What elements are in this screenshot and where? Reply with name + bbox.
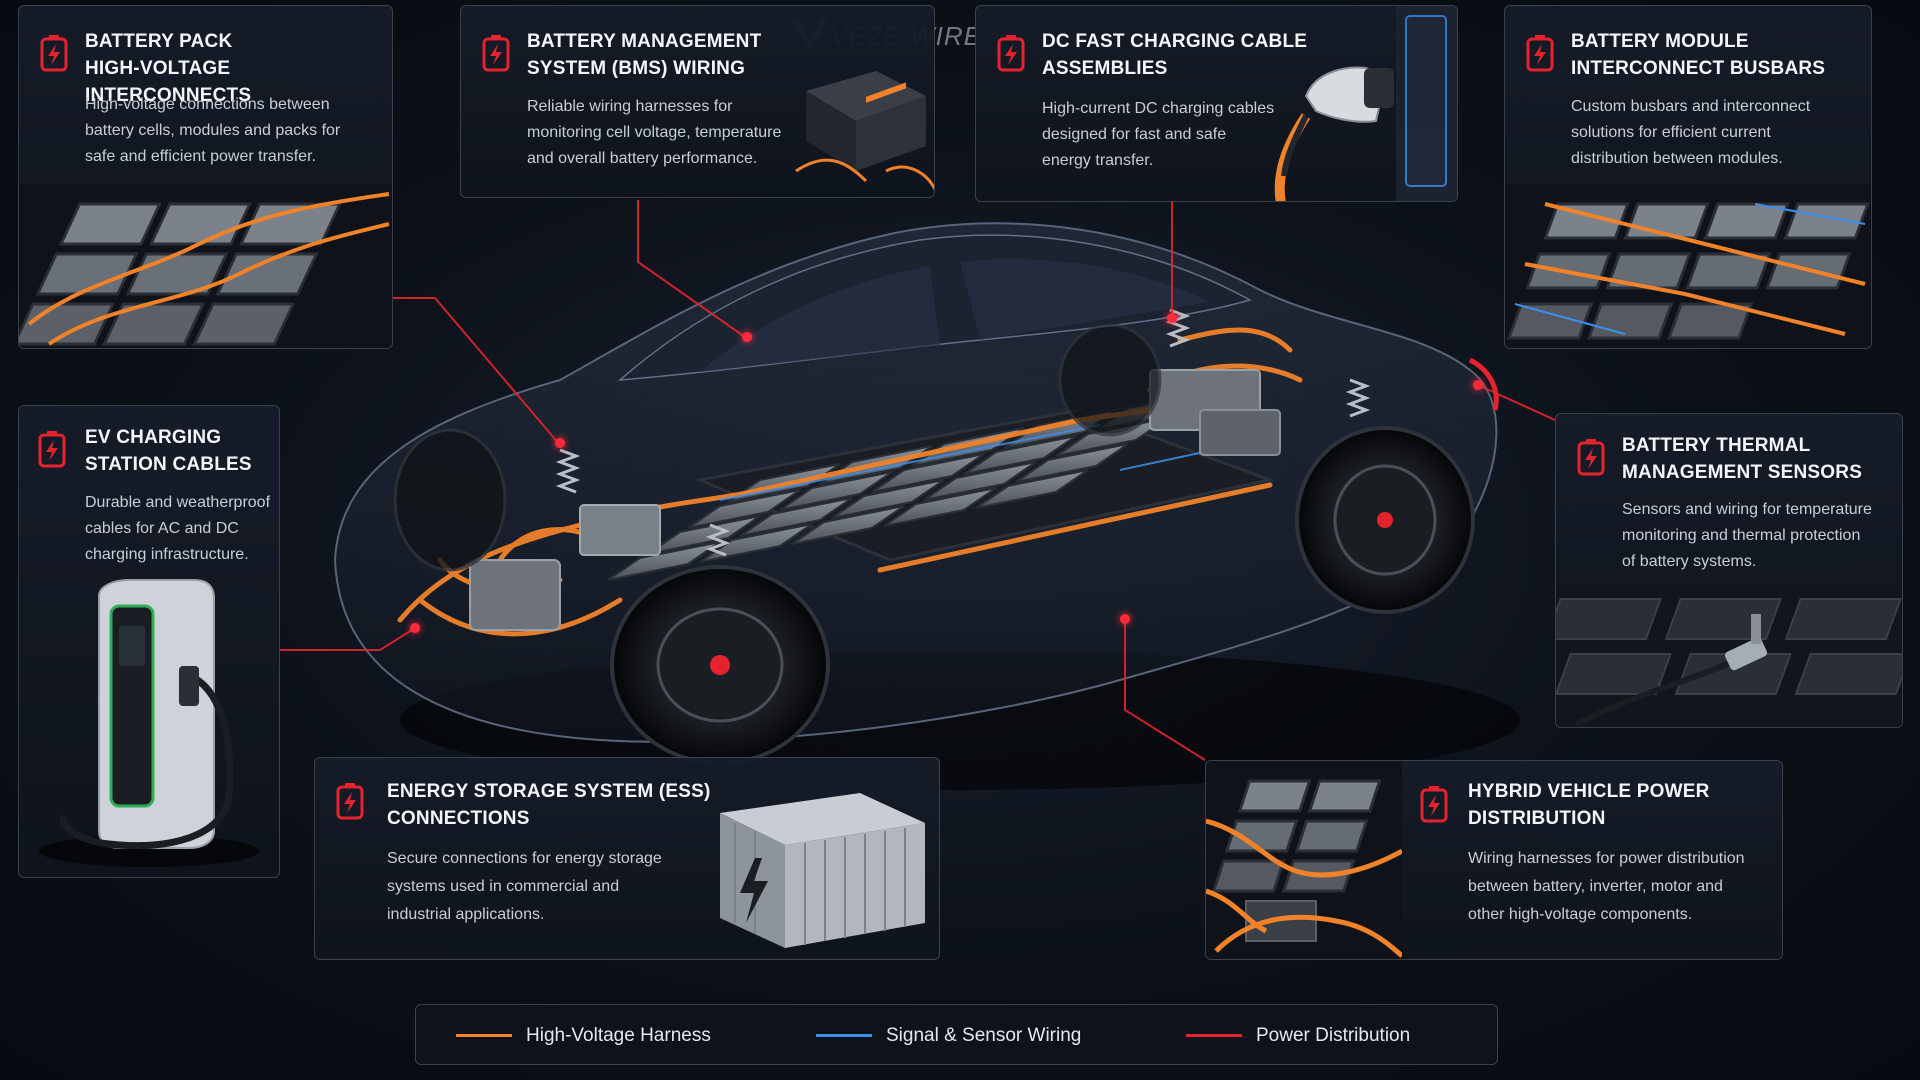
battery-bolt-icon [38,431,66,468]
card-hybrid: HYBRID VEHICLE POWER DISTRIBUTION Wiring… [1205,760,1783,960]
card-desc-line3: safe and efficient power transfer. [85,148,316,165]
battery-cell [687,489,801,529]
card-title-line2: STATION CABLES [85,454,252,475]
callout-dot-hybrid [1120,614,1130,624]
legend-swatch [1186,1034,1242,1037]
card-desc-line1: Custom busbars and interconnect [1571,98,1811,115]
hybrid-power-image [1206,761,1402,959]
legend-swatch [816,1034,872,1037]
ess-container-image [720,793,925,948]
card-dc-fast: DC FAST CHARGING CABLE ASSEMBLIES High-c… [975,5,1458,202]
card-title-line2: ASSEMBLIES [1042,58,1168,79]
card-desc-line2: cables for AC and DC [85,520,239,537]
card-desc-line1: High-voltage connections between [85,96,330,113]
card-title-line1: BATTERY MODULE [1571,31,1749,52]
battery-bolt-icon [1420,786,1448,823]
card-title-line2: MANAGEMENT SENSORS [1622,462,1863,483]
callout-dot-ev-station [410,623,420,633]
card-title-line1: ENERGY STORAGE SYSTEM (ESS) [387,781,711,802]
card-desc-line2: solutions for efficient current [1571,124,1771,141]
card-desc-line3: other high-voltage components. [1468,906,1693,923]
card-desc-line2: monitoring and thermal protection [1622,527,1861,544]
card-title-line1: EV CHARGING [85,427,222,448]
legend-item-power: Power Distribution [1186,1005,1410,1066]
card-title-line2: HIGH-VOLTAGE INTERCONNECTS [85,58,252,106]
callout-dot-battery-pack [555,438,565,448]
card-desc-line2: battery cells, modules and packs for [85,122,341,139]
legend-label: High-Voltage Harness [526,1024,711,1046]
card-desc-line3: and overall battery performance. [527,150,758,167]
battery-cell [739,497,853,537]
card-title-line1: BATTERY MANAGEMENT [527,31,762,52]
legend-label: Signal & Sensor Wiring [886,1024,1082,1046]
card-desc-line3: industrial applications. [387,906,545,923]
callout-dot-dc-fast [1167,313,1177,323]
battery-cell [963,435,1077,475]
battery-bolt-icon [1526,35,1554,72]
battery-cell [831,479,945,519]
card-desc-line3: of battery systems. [1622,553,1757,570]
battery-bolt-icon [1577,439,1605,476]
card-title-line1: DC FAST CHARGING CABLE [1042,31,1308,52]
busbars-image [1505,184,1871,348]
card-busbars: BATTERY MODULE INTERCONNECT BUSBARS Cust… [1504,5,1872,349]
card-desc-line2: between battery, inverter, motor and [1468,878,1723,895]
bms-module-image [795,71,934,191]
card-desc-line1: Durable and weatherproof [85,494,271,511]
battery-cell [1015,443,1129,483]
charging-station-image [39,579,259,867]
battery-cell [699,523,813,563]
card-desc-line1: Wiring harnesses for power distribution [1468,850,1745,867]
card-battery-pack: BATTERY PACK HIGH-VOLTAGE INTERCONNECTS … [18,5,393,349]
battery-bolt-icon [482,35,510,72]
card-title-line2: DISTRIBUTION [1468,808,1606,829]
battery-cell [791,505,905,545]
card-desc-line2: systems used in commercial and [387,878,620,895]
legend: High-Voltage Harness Signal & Sensor Wir… [415,1004,1498,1065]
card-title-line1: BATTERY THERMAL [1622,435,1811,456]
card-desc-line1: Reliable wiring harnesses for [527,98,733,115]
card-desc-line1: Secure connections for energy storage [387,850,662,867]
battery-pack-image [19,184,392,348]
battery-cell [923,461,1037,501]
card-desc-line1: Sensors and wiring for temperature [1622,501,1872,518]
legend-label: Power Distribution [1256,1024,1411,1046]
battery-bolt-icon [336,783,364,820]
callout-dot-thermal [1473,380,1483,390]
battery-bolt-icon [40,35,68,72]
battery-cell [871,453,985,493]
dc-charging-connector-image [1274,6,1457,201]
card-desc-line2: monitoring cell voltage, temperature [527,124,782,141]
card-desc-line1: High-current DC charging cables [1042,100,1275,117]
card-title-line2: SYSTEM (BMS) WIRING [527,58,746,79]
card-thermal: BATTERY THERMAL MANAGEMENT SENSORS Senso… [1555,413,1903,728]
card-ev-station: EV CHARGING STATION CABLES Durable and w… [18,405,280,878]
card-title-line1: HYBRID VEHICLE POWER [1468,781,1710,802]
card-ess: ENERGY STORAGE SYSTEM (ESS) CONNECTIONS … [314,757,940,960]
card-desc-line3: distribution between modules. [1571,150,1783,167]
card-title-line2: INTERCONNECT BUSBARS [1571,58,1826,79]
battery-cell [883,487,997,527]
card-title-line1: BATTERY PACK [85,31,233,52]
battery-bolt-icon [997,35,1025,72]
battery-cell [779,471,893,511]
card-bms: BATTERY MANAGEMENT SYSTEM (BMS) WIRING R… [460,5,935,198]
legend-item-signal: Signal & Sensor Wiring [816,1005,1081,1066]
card-title-line2: CONNECTIONS [387,808,530,829]
battery-cell [975,469,1089,509]
legend-item-high-voltage: High-Voltage Harness [456,1005,711,1066]
thermal-sensor-image [1556,584,1902,727]
legend-swatch [456,1034,512,1037]
card-desc-line3: energy transfer. [1042,152,1154,169]
battery-cell [607,541,721,581]
card-desc-line2: designed for fast and safe [1042,126,1227,143]
callout-dot-bms [742,332,752,342]
card-desc-line3: charging infrastructure. [85,546,249,563]
